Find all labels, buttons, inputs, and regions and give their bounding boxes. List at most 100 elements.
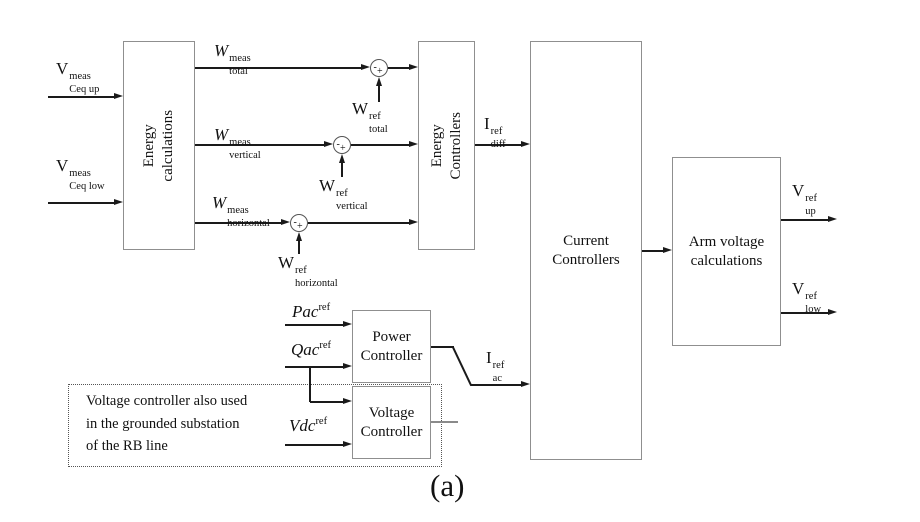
- minus-sign: -: [293, 217, 297, 228]
- block-power-controller: Power Controller: [352, 310, 431, 383]
- annotation-note: Voltage controller also used in the grou…: [86, 390, 247, 458]
- arrowhead-icon: [409, 64, 418, 70]
- label-sup: ref: [319, 340, 331, 351]
- signal-line: [309, 366, 311, 402]
- signal-line: [642, 250, 663, 252]
- label-sub: up: [805, 205, 816, 217]
- arrowhead-icon: [828, 309, 837, 315]
- label-base: W: [319, 176, 336, 195]
- signal-line: [781, 219, 828, 221]
- label-sup: meas: [229, 53, 251, 64]
- block-label: Voltage Controller: [360, 404, 423, 440]
- signal-line: [285, 324, 343, 326]
- label-sup: ref: [369, 111, 381, 122]
- arrowhead-icon: [114, 199, 123, 205]
- arrowhead-icon: [521, 141, 530, 147]
- label-sub: Ceq up: [69, 83, 100, 95]
- block-label: Current Controllers: [552, 232, 620, 268]
- arrowhead-icon: [343, 321, 352, 327]
- signal-line: [475, 144, 521, 146]
- arrowhead-icon: [409, 219, 418, 225]
- label-sup: meas: [227, 205, 249, 216]
- signal-line: [195, 67, 361, 69]
- signal-line: [48, 202, 114, 204]
- label-sup: ref: [336, 188, 348, 199]
- block-energy-controllers: Energy Controllers: [418, 41, 475, 250]
- label-sub: diff: [490, 138, 506, 150]
- block-label: Arm voltage calculations: [688, 233, 765, 269]
- label-pac-ref: Pacref: [292, 302, 330, 322]
- plus-sign: +: [340, 143, 346, 154]
- sum-junction-vertical: - +: [333, 136, 351, 154]
- label-base: I: [486, 348, 492, 367]
- annotation-note-line: in the grounded substation: [86, 415, 240, 432]
- signal-line: [431, 346, 454, 348]
- block-energy-calculations: Energy calculations: [123, 41, 195, 250]
- label-sup: ref: [490, 126, 503, 137]
- label-sup: meas: [229, 137, 251, 148]
- arrowhead-icon: [324, 141, 333, 147]
- label-sup: ref: [318, 302, 331, 313]
- minus-sign: -: [336, 139, 340, 150]
- arrowhead-icon: [343, 398, 352, 404]
- label-sup: ref: [315, 416, 328, 427]
- label-sub: vertical: [229, 149, 261, 161]
- arrowhead-icon: [343, 441, 352, 447]
- signal-line: [285, 444, 343, 446]
- signal-line: [781, 312, 828, 314]
- label-sup: ref: [805, 193, 817, 204]
- block-label: Energy calculations: [141, 109, 177, 182]
- label-base: V: [56, 59, 69, 78]
- block-label: Power Controller: [360, 328, 423, 364]
- signal-line: [388, 67, 409, 69]
- arrowhead-icon: [114, 93, 123, 99]
- label-sup: ref: [492, 360, 505, 371]
- label-sub: low: [805, 303, 822, 315]
- plus-sign: +: [377, 66, 383, 77]
- signal-line: [471, 384, 521, 386]
- signal-line: [48, 96, 114, 98]
- label-base: V: [792, 181, 805, 200]
- signal-line: [195, 144, 324, 146]
- annotation-note-line: Voltage controller also used: [86, 393, 248, 409]
- annotation-note-line: of the RB line: [86, 438, 168, 454]
- signal-line: [452, 346, 473, 386]
- label-sup: ref: [805, 291, 817, 302]
- label-sup: ref: [295, 265, 307, 276]
- arrowhead-icon: [339, 154, 345, 163]
- block-arm-voltage-calculations: Arm voltage calculations: [672, 157, 781, 346]
- block-label: Energy Controllers: [428, 111, 464, 180]
- arrowhead-icon: [828, 216, 837, 222]
- signal-line: [298, 241, 300, 254]
- arrowhead-icon: [296, 232, 302, 241]
- arrowhead-icon: [663, 247, 672, 253]
- signal-line: [285, 366, 343, 368]
- arrowhead-icon: [376, 77, 382, 86]
- label-base: I: [484, 114, 490, 133]
- sum-junction-horizontal: - +: [290, 214, 308, 232]
- arrowhead-icon: [361, 64, 370, 70]
- label-base: W: [214, 125, 229, 144]
- label-sub: Ceq low: [69, 180, 105, 192]
- signal-line: [308, 222, 409, 224]
- label-sup: meas: [69, 71, 91, 82]
- arrowhead-icon: [409, 141, 418, 147]
- annotation-dotted-box: [68, 384, 442, 467]
- arrowhead-icon: [343, 363, 352, 369]
